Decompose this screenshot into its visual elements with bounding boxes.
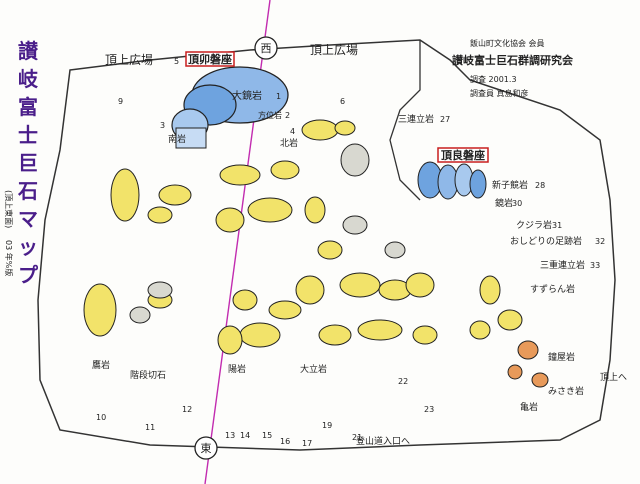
rock-2-label: 方位岩 — [258, 110, 282, 120]
rock-27-num: 27 — [440, 115, 450, 124]
rock-2-num: 2 — [285, 111, 290, 120]
bottom-label-19: 大立岩 — [300, 363, 327, 375]
horyo-iwakura-label: 頂良磐座 — [441, 148, 485, 162]
title-char-6: 石 — [17, 179, 38, 203]
bottom-label-14: 陽岩 — [228, 363, 246, 375]
title-char-1: 讃 — [18, 39, 39, 63]
west-label: 西 — [261, 42, 272, 55]
title-char-3: 富 — [18, 95, 38, 119]
ridge-line — [389, 40, 421, 201]
summit-path-label: 頂上へ — [600, 372, 627, 383]
rock-27-label: 三連立岩 — [398, 113, 434, 125]
rock-9-num: 9 — [118, 97, 123, 106]
rock-4-label: 北岩 — [280, 137, 298, 149]
rock-3-num: 3 — [160, 121, 165, 130]
east-label: 東 — [201, 442, 212, 455]
bottom-num-22: 22 — [398, 377, 408, 386]
bottom-num-10: 10 — [96, 413, 106, 422]
title-char-8: ッ — [18, 235, 38, 259]
bottom-num-13: 13 — [225, 431, 235, 440]
rock-30-label: 鏡岩 — [495, 197, 513, 209]
title-char-2: 岐 — [18, 67, 38, 91]
summit-plaza-right: 頂上広場 — [310, 43, 358, 57]
rock-6-num: 6 — [340, 97, 345, 106]
grey-rock-group — [129, 143, 406, 324]
rock-30-num: 30 — [512, 199, 522, 208]
east-marker — [194, 436, 218, 460]
title-subtitle: (頂上東面) — [4, 190, 14, 228]
bottom-label-11: 階段切石 — [130, 369, 166, 381]
bottom-num-16: 16 — [280, 437, 290, 446]
rock-31-label: クジラ岩 — [516, 219, 552, 231]
west-marker — [254, 36, 278, 60]
rock-32-label: おしどりの足跡岩 — [510, 235, 582, 247]
rock-3-label: 南岩 — [168, 133, 186, 145]
bottom-num-17: 17 — [302, 439, 312, 448]
brown-rock-group — [507, 340, 549, 388]
bottom-num-11: 11 — [145, 423, 155, 432]
rock-31-num: 31 — [552, 221, 562, 230]
horyo-iwakura-box — [437, 147, 489, 163]
rock-5-num: 5 — [174, 57, 179, 66]
ookagami-rock — [171, 66, 289, 149]
bottom-num-21: 21 — [352, 433, 362, 442]
rock-33-num: 33 — [590, 261, 600, 270]
bottom-label-10: 鷹岩 — [92, 359, 110, 371]
bottom-num-12: 12 — [182, 405, 192, 414]
right-label-misaki: みさき岩 — [548, 385, 584, 397]
title-char-7: マ — [18, 207, 38, 231]
title-char-5: 巨 — [18, 151, 38, 175]
bottom-path-label: 登山道入口へ — [356, 435, 410, 447]
bottom-num-19: 19 — [322, 421, 332, 430]
ookagami-num: 1 — [276, 92, 281, 101]
rock-37-label: すずらん岩 — [530, 283, 575, 295]
right-label-kame: 亀岩 — [520, 401, 538, 413]
rock-28-label: 新子競岩 — [492, 179, 528, 191]
hochu-iwakura-box — [185, 51, 235, 67]
bottom-num-15: 15 — [262, 431, 272, 440]
org-line-1: 飯山町文化協会 会員 — [470, 38, 545, 48]
rock-4-num: 4 — [290, 127, 295, 136]
rock-28-num: 28 — [535, 181, 545, 190]
title-edition: 03 年%版 — [4, 240, 14, 276]
org-line-2: 讃岐富士巨石群調研究会 — [452, 53, 574, 67]
title-char-9: プ — [18, 263, 39, 287]
rock-33-label: 三重連立岩 — [540, 259, 585, 271]
right-label-kane: 鐘屋岩 — [548, 351, 575, 363]
yellow-rock-group — [83, 119, 523, 355]
org-line-4: 調査員 真島和彦 — [470, 88, 529, 98]
ookagami-label: 大鏡岩 — [232, 89, 262, 102]
summit-outline — [37, 39, 616, 451]
horyo-rock-cluster — [417, 161, 487, 200]
hochu-iwakura-label: 頂卯磐座 — [188, 52, 232, 66]
org-line-3: 調査 2001.3 — [470, 74, 517, 84]
bottom-num-23: 23 — [424, 405, 434, 414]
summit-plaza-left: 頂上広場 — [105, 53, 153, 67]
map-title-vertical: 讃 岐 富 士 巨 石 マ ッ プ — [17, 39, 39, 287]
title-char-4: 士 — [18, 123, 38, 147]
rock-32-num: 32 — [595, 237, 605, 246]
bottom-num-14: 14 — [240, 431, 250, 440]
